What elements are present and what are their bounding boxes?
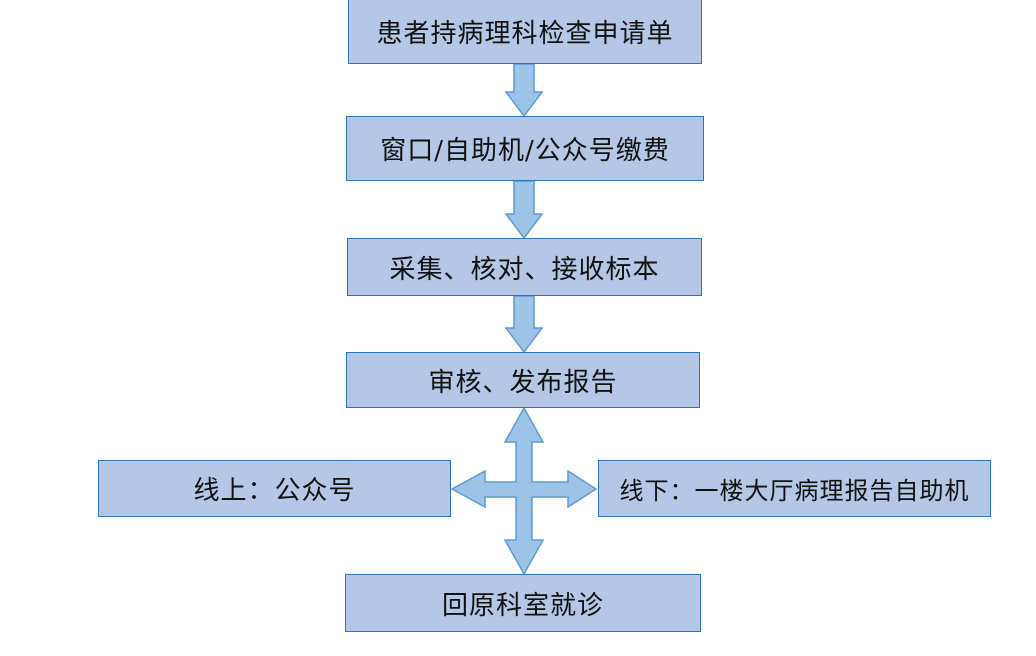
- step-report: 审核、发布报告: [346, 352, 700, 408]
- step-label: 回原科室就诊: [441, 590, 604, 621]
- step-request-form: 患者持病理科检查申请单: [348, 0, 702, 64]
- branch-online: 线上：公众号: [98, 460, 451, 517]
- step-specimen: 采集、核对、接收标本: [347, 238, 702, 296]
- down-arrow-2: [504, 180, 544, 240]
- step-label: 患者持病理科检查申请单: [376, 18, 674, 49]
- branch-label: 线上：公众号: [193, 476, 356, 506]
- step-label: 审核、发布报告: [428, 367, 618, 398]
- step-label: 采集、核对、接收标本: [389, 254, 660, 285]
- down-arrow-1: [504, 63, 544, 118]
- four-way-arrow: [450, 406, 598, 576]
- down-arrow-3: [504, 295, 544, 354]
- step-label: 窗口/自助机/公众号缴费: [380, 136, 670, 166]
- branch-offline: 线下：一楼大厅病理报告自助机: [598, 460, 991, 517]
- step-return-department: 回原科室就诊: [345, 574, 701, 632]
- branch-label: 线下：一楼大厅病理报告自助机: [619, 477, 970, 505]
- step-payment: 窗口/自助机/公众号缴费: [346, 116, 704, 181]
